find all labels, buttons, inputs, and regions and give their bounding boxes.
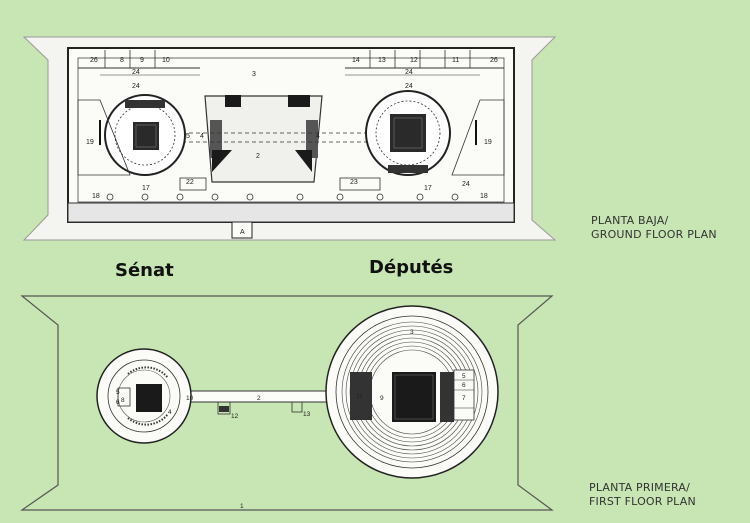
ground-label: 8 [120,57,124,64]
ground-label: 2 [256,153,260,160]
ground-label: 24 [405,83,413,90]
first-label: 6 [462,382,466,389]
first-label: 12 [231,413,239,420]
ground-label: 22 [186,179,194,186]
ground-label: A [240,229,245,236]
first-label: 7 [462,395,466,402]
senate-title: Sénat [115,260,174,281]
first-label: 13 [303,411,311,418]
ground-label: 18 [480,193,488,200]
ground-label: 17 [142,185,150,192]
ground-label: 4 [316,133,320,140]
first-caption-line1: PLANTA PRIMERA/ [589,481,691,494]
ground-label: 26 [490,57,498,64]
ground-caption-line2: GROUND FLOOR PLAN [591,228,717,241]
ground-label: 18 [92,193,100,200]
ground-floor-caption: PLANTA BAJA/ GROUND FLOOR PLAN [591,214,717,242]
ground-label: 3 [252,71,256,78]
ground-label: 5 [186,133,190,140]
ground-label: 26 [90,57,98,64]
ground-label: 17 [424,185,432,192]
first-label: 3 [410,329,414,336]
ground-floor-plan: 26 8 9 10 14 13 12 11 26 24 24 24 24 24 … [22,36,557,241]
ground-label: 24 [462,181,470,188]
ground-label: 24 [132,83,140,90]
first-label: 5 [116,389,120,396]
ground-label: 11 [452,57,459,64]
first-label: 9 [380,395,384,402]
first-label: 11 [356,393,363,400]
first-label: 6 [116,399,120,406]
central-hall [204,95,323,183]
first-label: 1 [240,503,244,510]
ground-label: 12 [410,57,418,64]
first-floor-outline [20,295,554,511]
ground-label: 14 [352,57,360,64]
ground-label: 4 [200,133,204,140]
ground-caption-line1: PLANTA BAJA/ [591,214,669,227]
first-label: 10 [186,395,194,402]
first-label: 2 [257,395,261,402]
first-floor-plan: 3 8 5 6 4 10 2 12 13 9 11 7 5 6 1 [20,295,554,511]
ground-label: 19 [86,139,94,146]
first-label: 4 [168,409,172,416]
first-label: 5 [462,373,466,380]
ground-label: 9 [140,57,144,64]
deputies-title: Députés [369,257,454,278]
first-label: 8 [121,397,125,404]
main-entrance [231,221,253,239]
ground-label: 19 [484,139,492,146]
ground-label: 24 [405,69,413,76]
first-floor-caption: PLANTA PRIMERA/ FIRST FLOOR PLAN [589,481,696,509]
ground-label: 13 [378,57,386,64]
first-caption-line2: FIRST FLOOR PLAN [589,495,696,508]
ground-label: 24 [132,69,140,76]
ground-label: 23 [350,179,358,186]
ground-label: 10 [162,57,170,64]
